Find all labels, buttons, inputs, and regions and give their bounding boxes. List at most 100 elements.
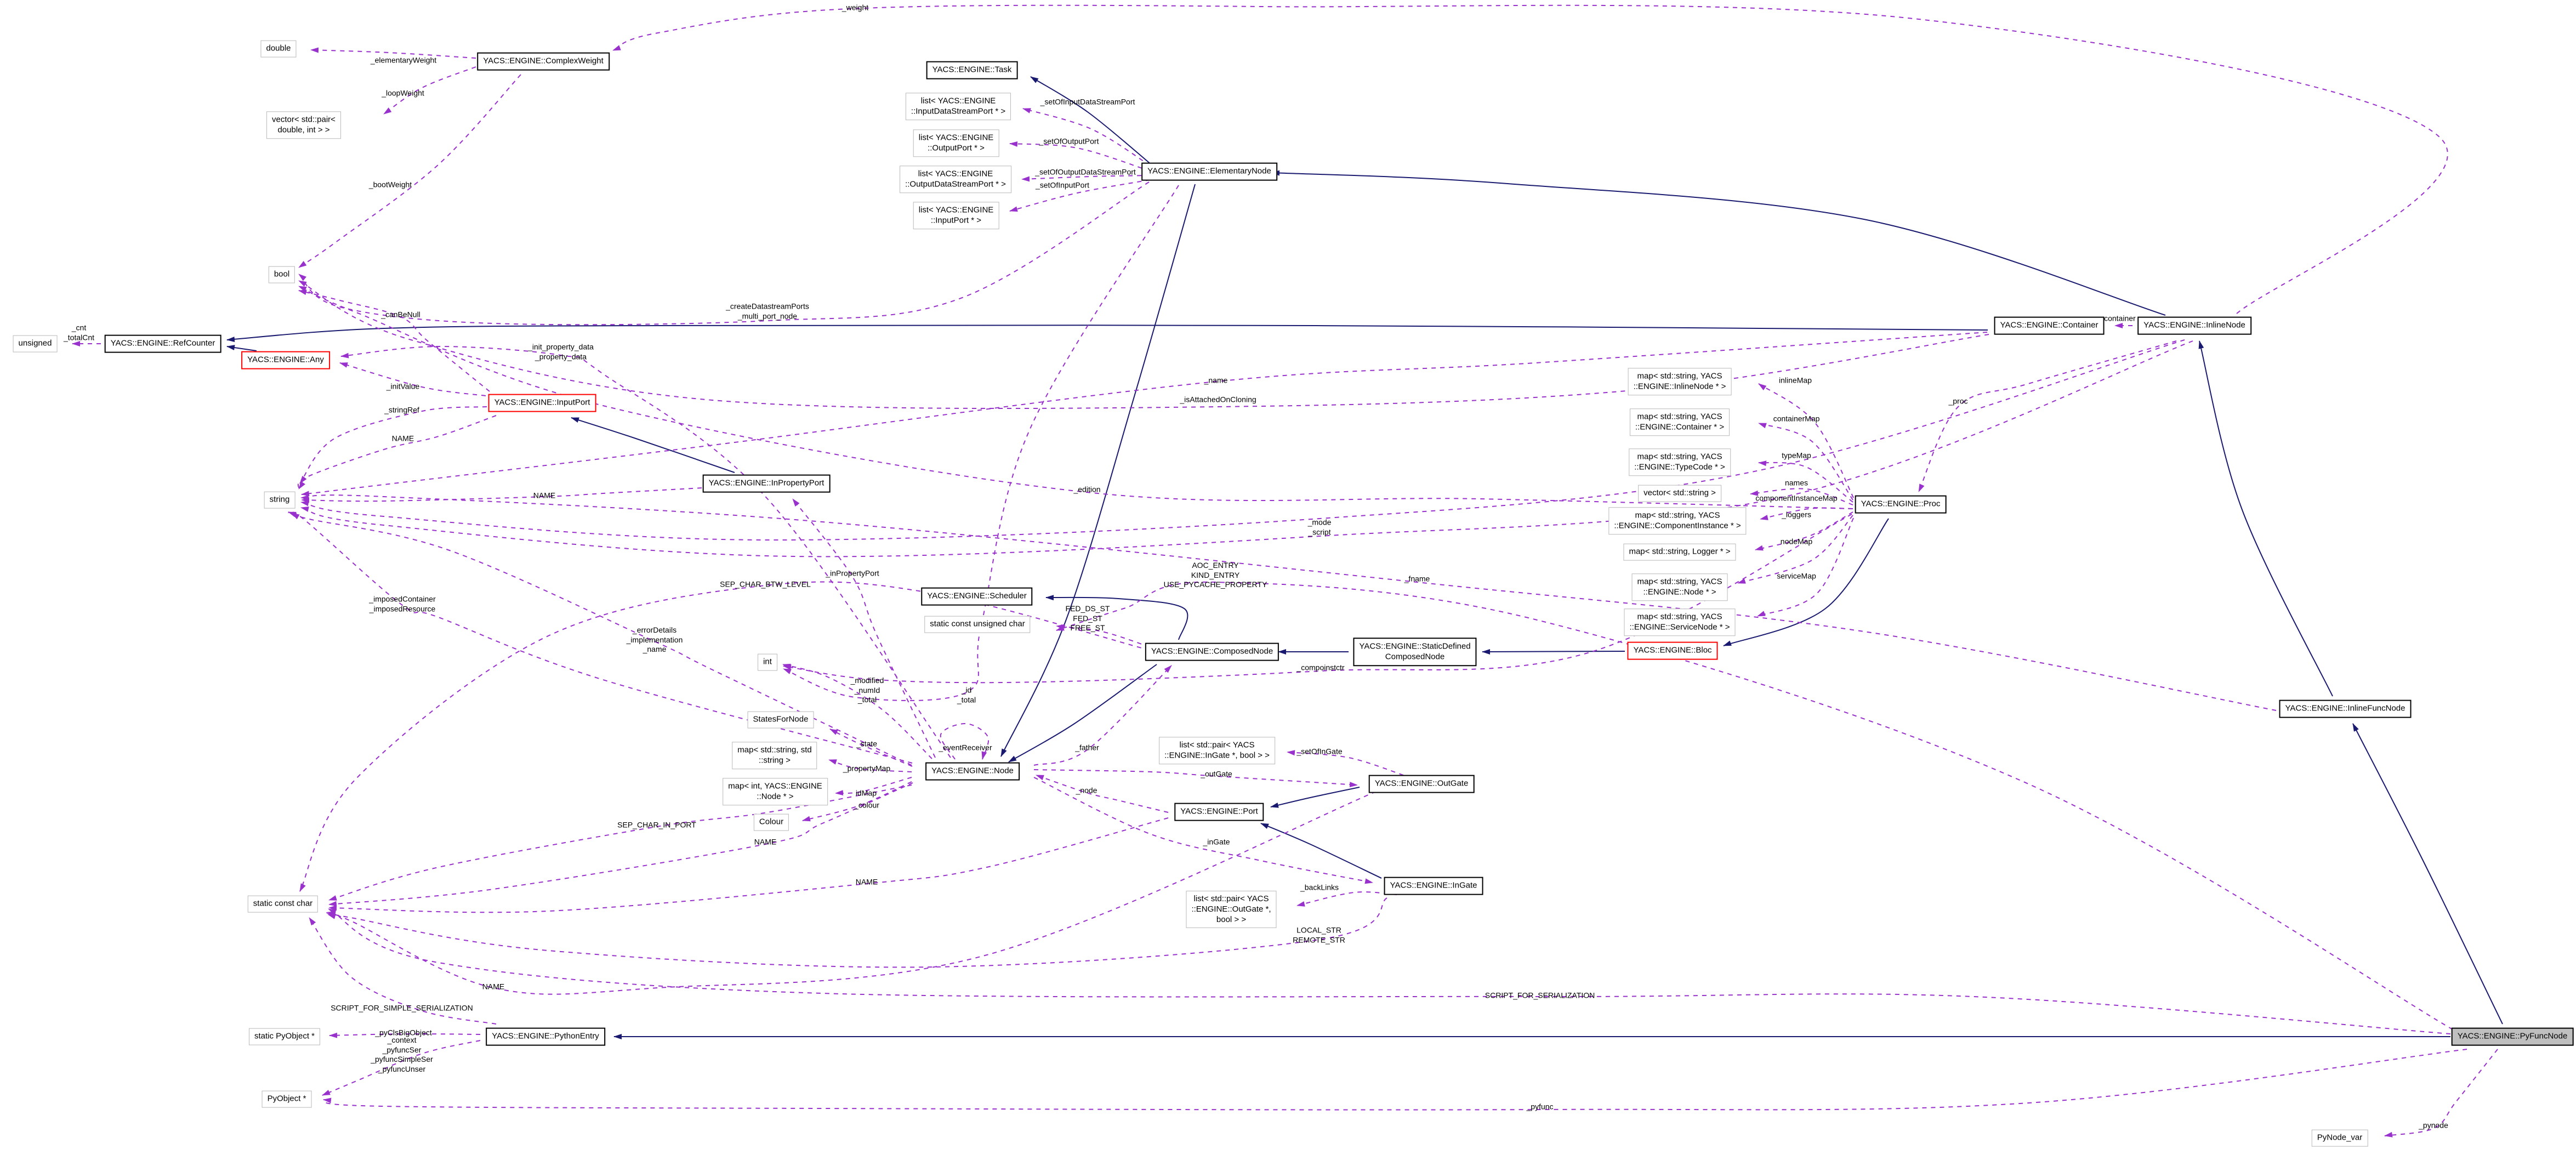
class-node-unsigned[interactable]: unsigned [13,335,58,352]
edge-InGate-to-Port-12 [1260,823,1382,879]
edge-ElementaryNode-to-bool-24 [298,181,1150,326]
edge-ComposedNode-to-static_const_unsigned_char-41 [1056,624,1150,647]
edge-InputPort-to-string-31 [297,415,497,490]
edge-InputPort-to-Any-29 [339,362,486,396]
edge-Proc-to-map_compinst-47 [1760,507,1853,520]
class-node-OutGate[interactable]: YACS::ENGINE::OutGate [1368,775,1475,793]
edge-OutGate-to-static_const_char-78 [327,791,1377,995]
class-node-list_ingate_pair[interactable]: list< std::pair< YACS ::ENGINE::InGate *… [1159,737,1275,764]
class-node-vector_string[interactable]: vector< std::string > [1638,485,1721,502]
edge-Node-to-map_string_string-35 [828,759,912,772]
edge-InlineFuncNode-to-InlineNode-2 [2198,340,2333,697]
class-node-InputPort[interactable]: YACS::ENGINE::InputPort [488,394,596,412]
class-node-static_const_char[interactable]: static const char [247,895,319,913]
edge-PythonEntry-to-static_pyobject-61 [329,1032,481,1038]
edge-ComplexWeight-to-vector_pair-17 [383,66,476,115]
class-node-PyFuncNode[interactable]: YACS::ENGINE::PyFuncNode [2451,1027,2574,1046]
edge-InGate-to-static_const_char-60 [326,897,1387,968]
class-node-Container[interactable]: YACS::ENGINE::Container [1994,316,2105,335]
class-node-map_node[interactable]: map< std::string, YACS ::ENGINE::Node * … [1631,573,1728,601]
class-node-Any[interactable]: YACS::ENGINE::Any [241,351,330,369]
class-node-Scheduler[interactable]: YACS::ENGINE::Scheduler [921,587,1033,606]
class-node-PythonEntry[interactable]: YACS::ENGINE::PythonEntry [486,1027,605,1046]
class-node-ComplexWeight[interactable]: YACS::ENGINE::ComplexWeight [477,52,610,71]
class-node-int[interactable]: int [758,653,777,671]
edge-Node-to-OutGate-56 [1033,769,1358,788]
edge-ComposedNode-to-Node-10 [1008,664,1157,763]
edge-ComplexWeight-to-double-16 [310,47,476,59]
class-node-PyObject[interactable]: PyObject * [261,1090,312,1108]
edge-Any-to-RefCounter-13 [226,345,257,351]
edge-ComposedNode-to-Scheduler-5 [1045,595,1189,640]
class-node-Node[interactable]: YACS::ENGINE::Node [925,762,1020,781]
edge-Node-to-StatesForNode-34 [829,729,913,767]
edge-ElementaryNode-to-int-40 [783,185,1179,701]
edge-Node-to-static_const_char-76 [328,782,913,907]
edge-PyFuncNode-to-static_const_unsigned_char-42 [1056,581,2453,1030]
class-node-StatesForNode[interactable]: StatesForNode [747,711,814,729]
class-node-bool[interactable]: bool [268,266,295,283]
class-node-map_logger[interactable]: map< std::string, Logger * > [1623,543,1736,561]
class-node-map_typecode[interactable]: map< std::string, YACS ::ENGINE::TypeCod… [1629,448,1731,476]
class-node-ElementaryNode[interactable]: YACS::ENGINE::ElementaryNode [1141,162,1277,181]
edge-Node-to-Node-38 [940,723,990,760]
edge-InputPort-to-bool-67 [298,289,490,392]
edge-InlineNode-to-string-27 [300,339,2185,541]
class-node-static_const_unsigned_char[interactable]: static const unsigned char [924,616,1031,633]
edge-PythonEntry-to-PyObject-62 [322,1040,481,1096]
class-node-list_input_port[interactable]: list< YACS::ENGINE ::InputPort * > [913,202,999,229]
class-node-Task[interactable]: YACS::ENGINE::Task [926,61,1018,79]
class-node-RefCounter[interactable]: YACS::ENGINE::RefCounter [104,334,221,353]
edge-PyFuncNode-to-InlineFuncNode-3 [2352,723,2503,1025]
class-node-InlineNode[interactable]: YACS::ENGINE::InlineNode [2137,316,2251,335]
edge-Node-to-string-70 [288,511,912,766]
edge-ElementaryNode-to-list_output_port-21 [1009,141,1151,172]
edge-PythonEntry-to-static_const_char-63 [309,917,497,1025]
edge-Node-to-ComposedNode-53 [1033,665,1172,766]
class-node-Proc[interactable]: YACS::ENGINE::Proc [1855,495,1947,514]
class-node-double[interactable]: double [260,40,297,58]
class-node-InGate[interactable]: YACS::ENGINE::InGate [1384,877,1483,895]
edge-Proc-to-map_logger-48 [1755,511,1853,551]
edge-Proc-to-Bloc-8 [1723,518,1889,646]
class-node-list_outgate_pair[interactable]: list< std::pair< YACS ::ENGINE::OutGate … [1186,890,1277,929]
edge-InputPort-to-string-30 [299,406,487,484]
class-node-StaticDefinedComposedNode[interactable]: YACS::ENGINE::StaticDefined ComposedNode [1353,638,1477,666]
class-node-vector_pair[interactable]: vector< std::pair< double, int > > [266,111,341,139]
class-node-string[interactable]: string [264,491,295,509]
class-node-list_output_port[interactable]: list< YACS::ENGINE ::OutputPort * > [913,129,999,157]
class-node-map_servicenode[interactable]: map< std::string, YACS ::ENGINE::Service… [1624,608,1736,636]
class-node-Bloc[interactable]: YACS::ENGINE::Bloc [1627,641,1718,660]
edge-ComplexWeight-to-bool-18 [298,74,521,268]
class-node-InPropertyPort[interactable]: YACS::ENGINE::InPropertyPort [702,474,831,493]
edge-OutGate-to-Port-11 [1270,787,1360,808]
edge-Node-to-InGate-57 [1033,777,1373,884]
class-node-Colour[interactable]: Colour [753,814,789,831]
edge-Node-to-string-69 [291,511,913,764]
edge-Node-to-InPropertyPort-68 [792,498,936,758]
edge-Node-to-map_int_node-36 [835,777,912,796]
class-node-static_pyobject[interactable]: static PyObject * [248,1028,321,1045]
edge-Bloc-to-StaticDefinedComposedNode-7 [1482,649,1625,655]
class-node-map_container[interactable]: map< std::string, YACS ::ENGINE::Contain… [1629,408,1730,436]
class-node-ComposedNode[interactable]: YACS::ENGINE::ComposedNode [1145,642,1280,661]
edge-Container-to-bool-25 [298,280,1989,409]
class-node-map_int_node[interactable]: map< int, YACS::ENGINE ::Node * > [723,778,828,805]
edge-Proc-to-map_inline-43 [1758,383,1854,498]
class-node-list_output_ds[interactable]: list< YACS::ENGINE ::OutputDataStreamPor… [900,166,1011,193]
edge-InlineNode-to-ComplexWeight-19 [612,4,2448,314]
class-node-PyNode_var[interactable]: PyNode_var [2311,1129,2368,1147]
edge-ElementaryNode-to-list_input_port-23 [1009,179,1151,212]
edge-Proc-to-bool-26 [298,286,1853,509]
edge-InlineNode-to-string-28 [300,340,2193,558]
class-node-map_inline[interactable]: map< std::string, YACS ::ENGINE::InlineN… [1628,368,1732,395]
edge-InPropertyPort-to-string-32 [301,487,702,503]
edge-Container-to-string-33 [301,332,1988,497]
class-node-list_input_ds[interactable]: list< YACS::ENGINE ::InputDataStreamPort… [905,93,1011,120]
class-node-map_string_string[interactable]: map< std::string, std ::string > [732,742,817,769]
edge-Port-to-static_const_char-77 [328,817,1169,913]
class-node-InlineFuncNode[interactable]: YACS::ENGINE::InlineFuncNode [2279,699,2412,718]
class-node-Port[interactable]: YACS::ENGINE::Port [1174,803,1264,821]
class-node-map_compinst[interactable]: map< std::string, YACS ::ENGINE::Compone… [1608,507,1747,534]
